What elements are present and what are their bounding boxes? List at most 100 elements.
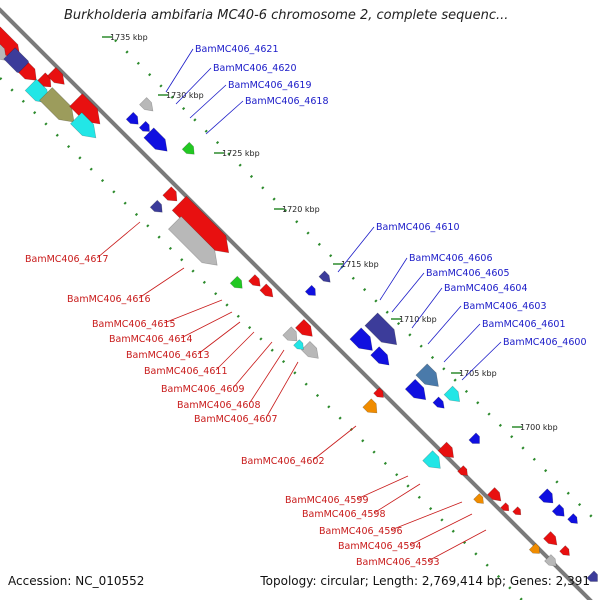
gene-arrow-plus bbox=[432, 396, 445, 409]
plus-label-leader bbox=[391, 272, 425, 313]
backbone-layer bbox=[0, 7, 593, 600]
plus-label-leader bbox=[337, 226, 375, 273]
minus-gene-label: BamMC406_4616 bbox=[67, 294, 150, 305]
kbp-tick-label: 1720 kbp bbox=[282, 205, 320, 214]
gene-arrow-minus bbox=[149, 199, 163, 213]
gene-arrow-shape bbox=[18, 62, 37, 81]
gene-arrow-minus bbox=[0, 38, 7, 61]
gene-arrow-shape bbox=[543, 531, 558, 546]
kbp-tick-label: 1705 kbp bbox=[459, 369, 497, 378]
gene-arrow-shape bbox=[528, 542, 540, 554]
plus-gene-label: BamMC406_4606 bbox=[409, 253, 492, 264]
gene-arrow-shape bbox=[259, 283, 274, 298]
gene-arrow-shape bbox=[370, 346, 390, 366]
minus-gene-label: BamMC406_4613 bbox=[126, 350, 209, 361]
minus-label-leader bbox=[265, 361, 299, 419]
gene-arrow-minus bbox=[46, 66, 65, 85]
gene-arrow-shape bbox=[138, 120, 150, 132]
gene-arrow-minus bbox=[70, 112, 97, 139]
gene-arrow-plus bbox=[139, 97, 154, 112]
gene-arrow-minus bbox=[362, 398, 378, 414]
gene-arrow-shape bbox=[39, 87, 75, 123]
minus-label-leader bbox=[180, 311, 233, 339]
kbp-tick-label: 1700 kbp bbox=[520, 423, 558, 432]
gene-arrow-shape bbox=[468, 432, 480, 444]
plus-gene-label: BamMC406_4610 bbox=[376, 222, 459, 233]
gene-arrow-shape bbox=[500, 502, 510, 512]
plus-gene-label: BamMC406_4605 bbox=[426, 268, 509, 279]
gene-feature-layer bbox=[0, 23, 598, 582]
gene-arrow-plus bbox=[318, 270, 331, 283]
gene-label-layer: BamMC406_4621BamMC406_4620BamMC406_4619B… bbox=[25, 44, 586, 568]
gene-arrow-shape bbox=[293, 339, 304, 350]
plus-gene-label: BamMC406_4604 bbox=[444, 283, 527, 294]
minus-label-leader bbox=[197, 321, 241, 355]
gene-arrow-plus bbox=[370, 346, 390, 366]
gene-arrow-shape bbox=[586, 570, 598, 582]
gene-arrow-shape bbox=[70, 112, 97, 139]
minus-label-leader bbox=[409, 513, 473, 546]
minus-gene-label: BamMC406_4596 bbox=[319, 526, 402, 537]
minus-gene-label: BamMC406_4602 bbox=[241, 456, 324, 467]
plus-label-leader bbox=[165, 48, 194, 93]
gene-arrow-minus bbox=[512, 506, 522, 516]
label-leader-layer bbox=[96, 48, 502, 562]
minus-label-leader bbox=[215, 331, 255, 371]
gene-arrow-minus bbox=[373, 387, 384, 398]
gene-arrow-shape bbox=[167, 215, 218, 266]
gene-arrow-shape bbox=[559, 545, 570, 556]
gene-arrow-shape bbox=[69, 93, 101, 125]
gene-arrow-minus bbox=[544, 554, 557, 567]
gene-arrow-shape bbox=[487, 487, 502, 502]
gene-arrow-shape bbox=[304, 284, 316, 296]
gene-arrow-minus bbox=[422, 450, 441, 469]
gene-arrow-shape bbox=[171, 195, 230, 254]
gene-arrow-minus bbox=[487, 487, 502, 502]
minus-label-leader bbox=[96, 221, 141, 259]
minus-label-leader bbox=[248, 349, 285, 405]
minus-gene-label: BamMC406_4615 bbox=[92, 319, 175, 330]
gene-arrow-shape bbox=[149, 199, 163, 213]
gene-arrow-minus bbox=[69, 93, 101, 125]
gene-arrow-shape bbox=[404, 378, 427, 401]
gene-arrow-minus bbox=[248, 274, 261, 287]
plus-gene-label: BamMC406_4619 bbox=[228, 80, 311, 91]
gene-arrow-shape bbox=[300, 340, 319, 359]
gene-arrow-plus bbox=[304, 284, 316, 296]
plus-label-leader bbox=[205, 100, 244, 135]
plus-gene-label: BamMC406_4618 bbox=[245, 96, 328, 107]
gene-arrow-plus bbox=[538, 488, 554, 504]
plus-label-leader bbox=[189, 84, 227, 119]
topology-text: Topology: circular; Length: 2,769,414 bp… bbox=[260, 574, 590, 588]
minus-label-leader bbox=[232, 341, 273, 389]
gene-arrow-minus bbox=[543, 531, 558, 546]
gene-arrow-plus bbox=[586, 570, 598, 582]
gene-arrow-minus bbox=[39, 87, 75, 123]
gene-arrow-shape bbox=[457, 465, 468, 476]
plus-label-leader bbox=[411, 287, 443, 329]
gene-arrow-shape bbox=[143, 127, 168, 152]
gene-arrow-shape bbox=[318, 270, 331, 283]
minus-gene-label: BamMC406_4608 bbox=[177, 400, 260, 411]
gene-arrow-minus bbox=[473, 493, 484, 504]
gene-arrow-shape bbox=[229, 275, 243, 289]
gene-arrow-shape bbox=[362, 398, 378, 414]
gene-arrow-shape bbox=[139, 97, 154, 112]
plus-gene-label: BamMC406_4620 bbox=[213, 63, 296, 74]
gene-arrow-plus bbox=[138, 120, 150, 132]
minus-gene-label: BamMC406_4594 bbox=[338, 541, 421, 552]
gene-arrow-shape bbox=[473, 493, 484, 504]
kbp-tick-rail-inner bbox=[0, 77, 523, 600]
gene-arrow-shape bbox=[349, 327, 373, 351]
gene-arrow-plus bbox=[443, 385, 461, 403]
gene-arrow-minus bbox=[500, 502, 510, 512]
minus-gene-label: BamMC406_4609 bbox=[161, 384, 244, 395]
plus-gene-label: BamMC406_4603 bbox=[463, 301, 546, 312]
gene-arrow-shape bbox=[294, 318, 313, 337]
gene-arrow-plus bbox=[551, 503, 565, 517]
gene-arrow-minus bbox=[167, 215, 218, 266]
plus-label-leader bbox=[379, 257, 408, 301]
